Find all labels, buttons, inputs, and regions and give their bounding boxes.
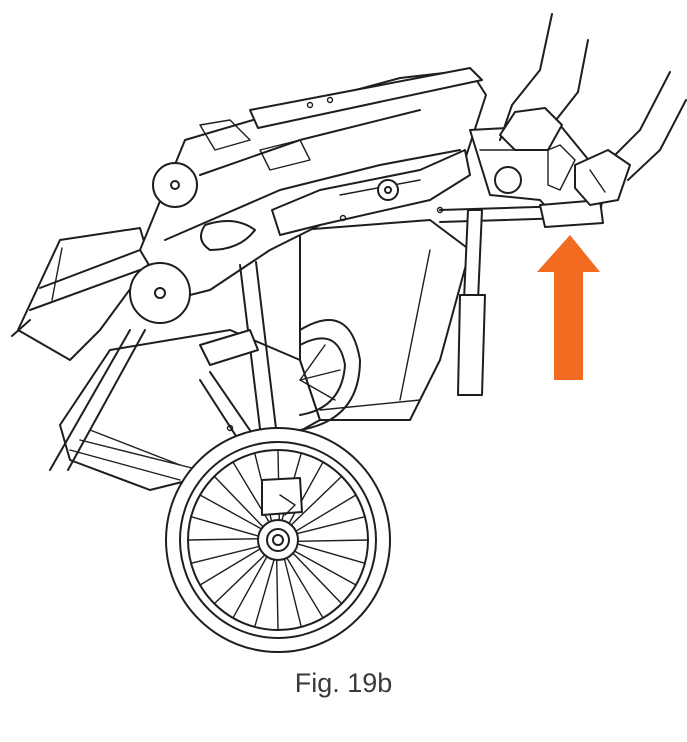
wheel-spoke (289, 539, 369, 543)
wheel-spoke (289, 540, 366, 564)
wheel-spoke (199, 544, 268, 586)
wheel-spoke (275, 551, 279, 631)
wheel-spoke (286, 546, 343, 605)
wheel-spoke (254, 551, 278, 628)
lift-up-arrow-icon (537, 235, 600, 380)
wheel-spoke (213, 548, 272, 605)
wheel-spoke (232, 548, 272, 619)
seat-fabric (299, 219, 471, 421)
wheel-spoke (288, 516, 366, 537)
wheel-spoke (286, 546, 357, 586)
stroller-frame (139, 67, 487, 301)
wheel-spoke (232, 461, 274, 530)
wheel-spoke (282, 550, 324, 619)
wheel-spoke (190, 543, 268, 564)
user-hands (499, 13, 687, 206)
wheel-spoke (190, 516, 267, 540)
figure-caption: Fig. 19b (294, 668, 393, 698)
handlebar (469, 124, 606, 228)
wheel-spoke (281, 550, 302, 628)
safety-strap (457, 209, 486, 396)
wheel-spoke (284, 461, 324, 532)
stroller-fold-illustration (11, 13, 687, 653)
wheel-spoke (187, 537, 267, 541)
fold-hinge (129, 162, 198, 324)
wheel-spoke (284, 475, 343, 532)
wheel-spoke (199, 494, 270, 534)
front-wheel (165, 427, 391, 653)
wheel-spokes (187, 449, 369, 631)
wheel-spoke (213, 475, 270, 534)
wheel-spoke (288, 494, 357, 536)
rear-wheel (299, 319, 361, 431)
